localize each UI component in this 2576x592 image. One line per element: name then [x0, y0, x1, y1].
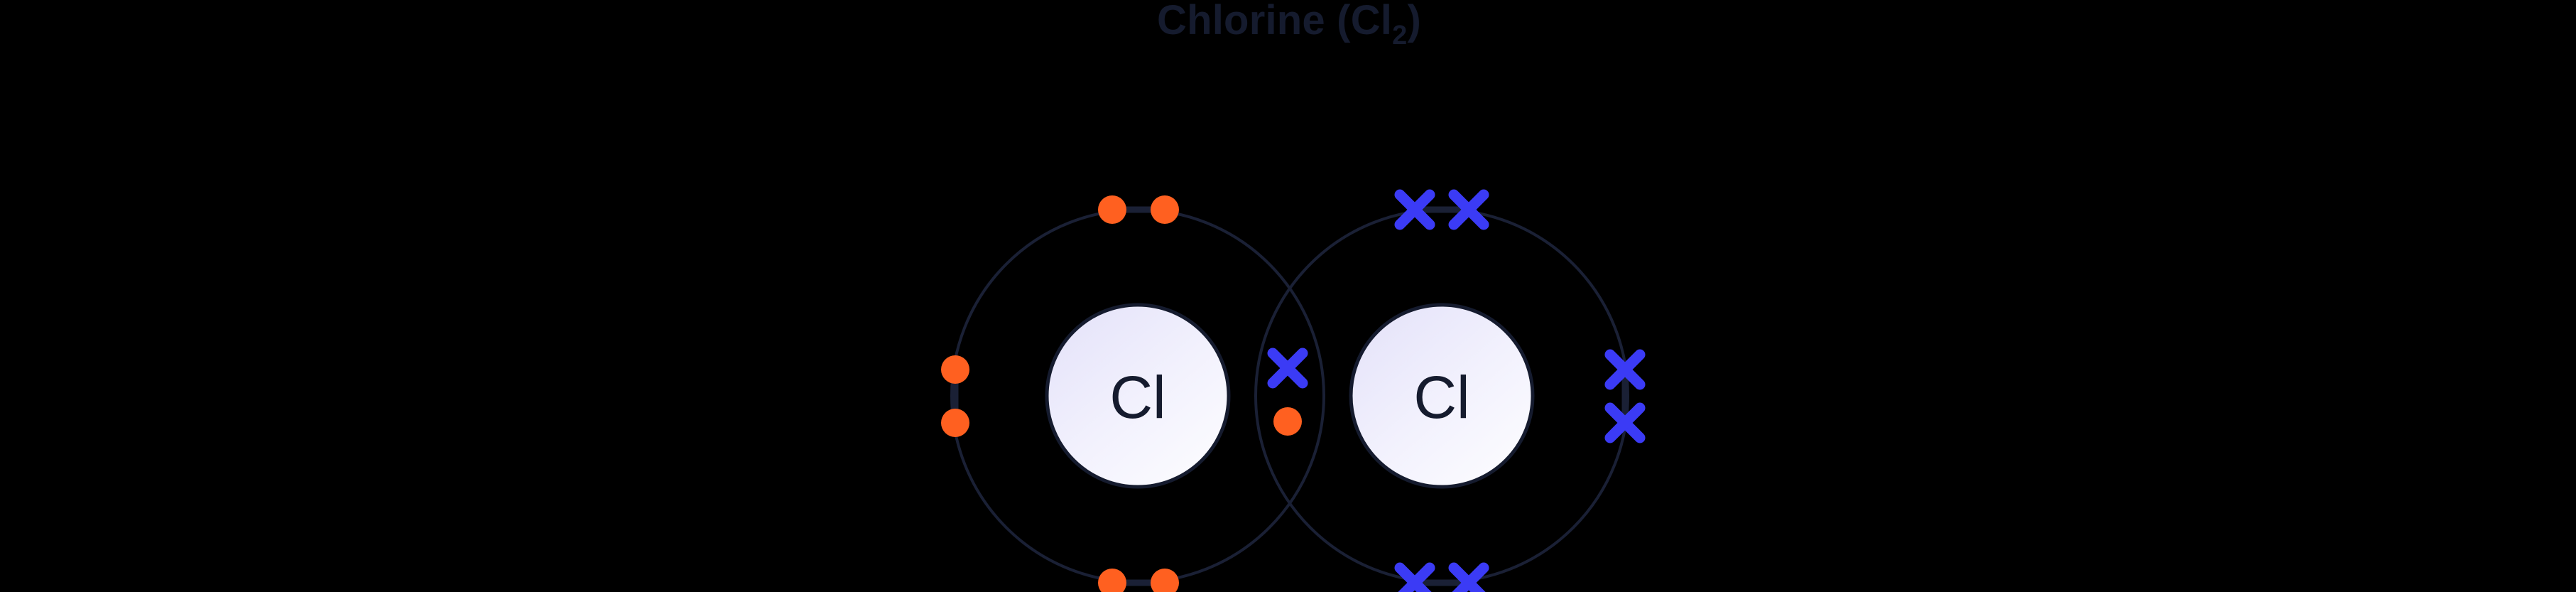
electron-cross	[1267, 348, 1308, 389]
electron-dot	[1151, 195, 1179, 224]
atom-right-circle	[1349, 303, 1535, 489]
electron-dot	[1151, 569, 1179, 592]
atom-left-circle	[1045, 303, 1231, 489]
electron-cross	[1448, 189, 1489, 230]
electron-dot	[941, 409, 969, 437]
atom-right-label: Cl	[1413, 364, 1469, 431]
atom-left-label: Cl	[1109, 364, 1165, 431]
electron-layer	[941, 189, 1646, 592]
page-title: Chlorine (Cl2)	[1157, 0, 1421, 50]
electron-cross	[1394, 562, 1435, 592]
electron-dot	[1273, 407, 1302, 436]
electron-dot	[1098, 195, 1126, 224]
electron-dot	[941, 355, 969, 384]
electron-cross	[1604, 402, 1646, 443]
electron-cross	[1448, 562, 1489, 592]
electron-dot	[1098, 569, 1126, 592]
electron-cross	[1604, 349, 1646, 390]
atom-right[interactable]: Cl	[1349, 303, 1535, 489]
atom-left[interactable]: Cl	[1045, 303, 1231, 489]
electron-cross	[1394, 189, 1435, 230]
